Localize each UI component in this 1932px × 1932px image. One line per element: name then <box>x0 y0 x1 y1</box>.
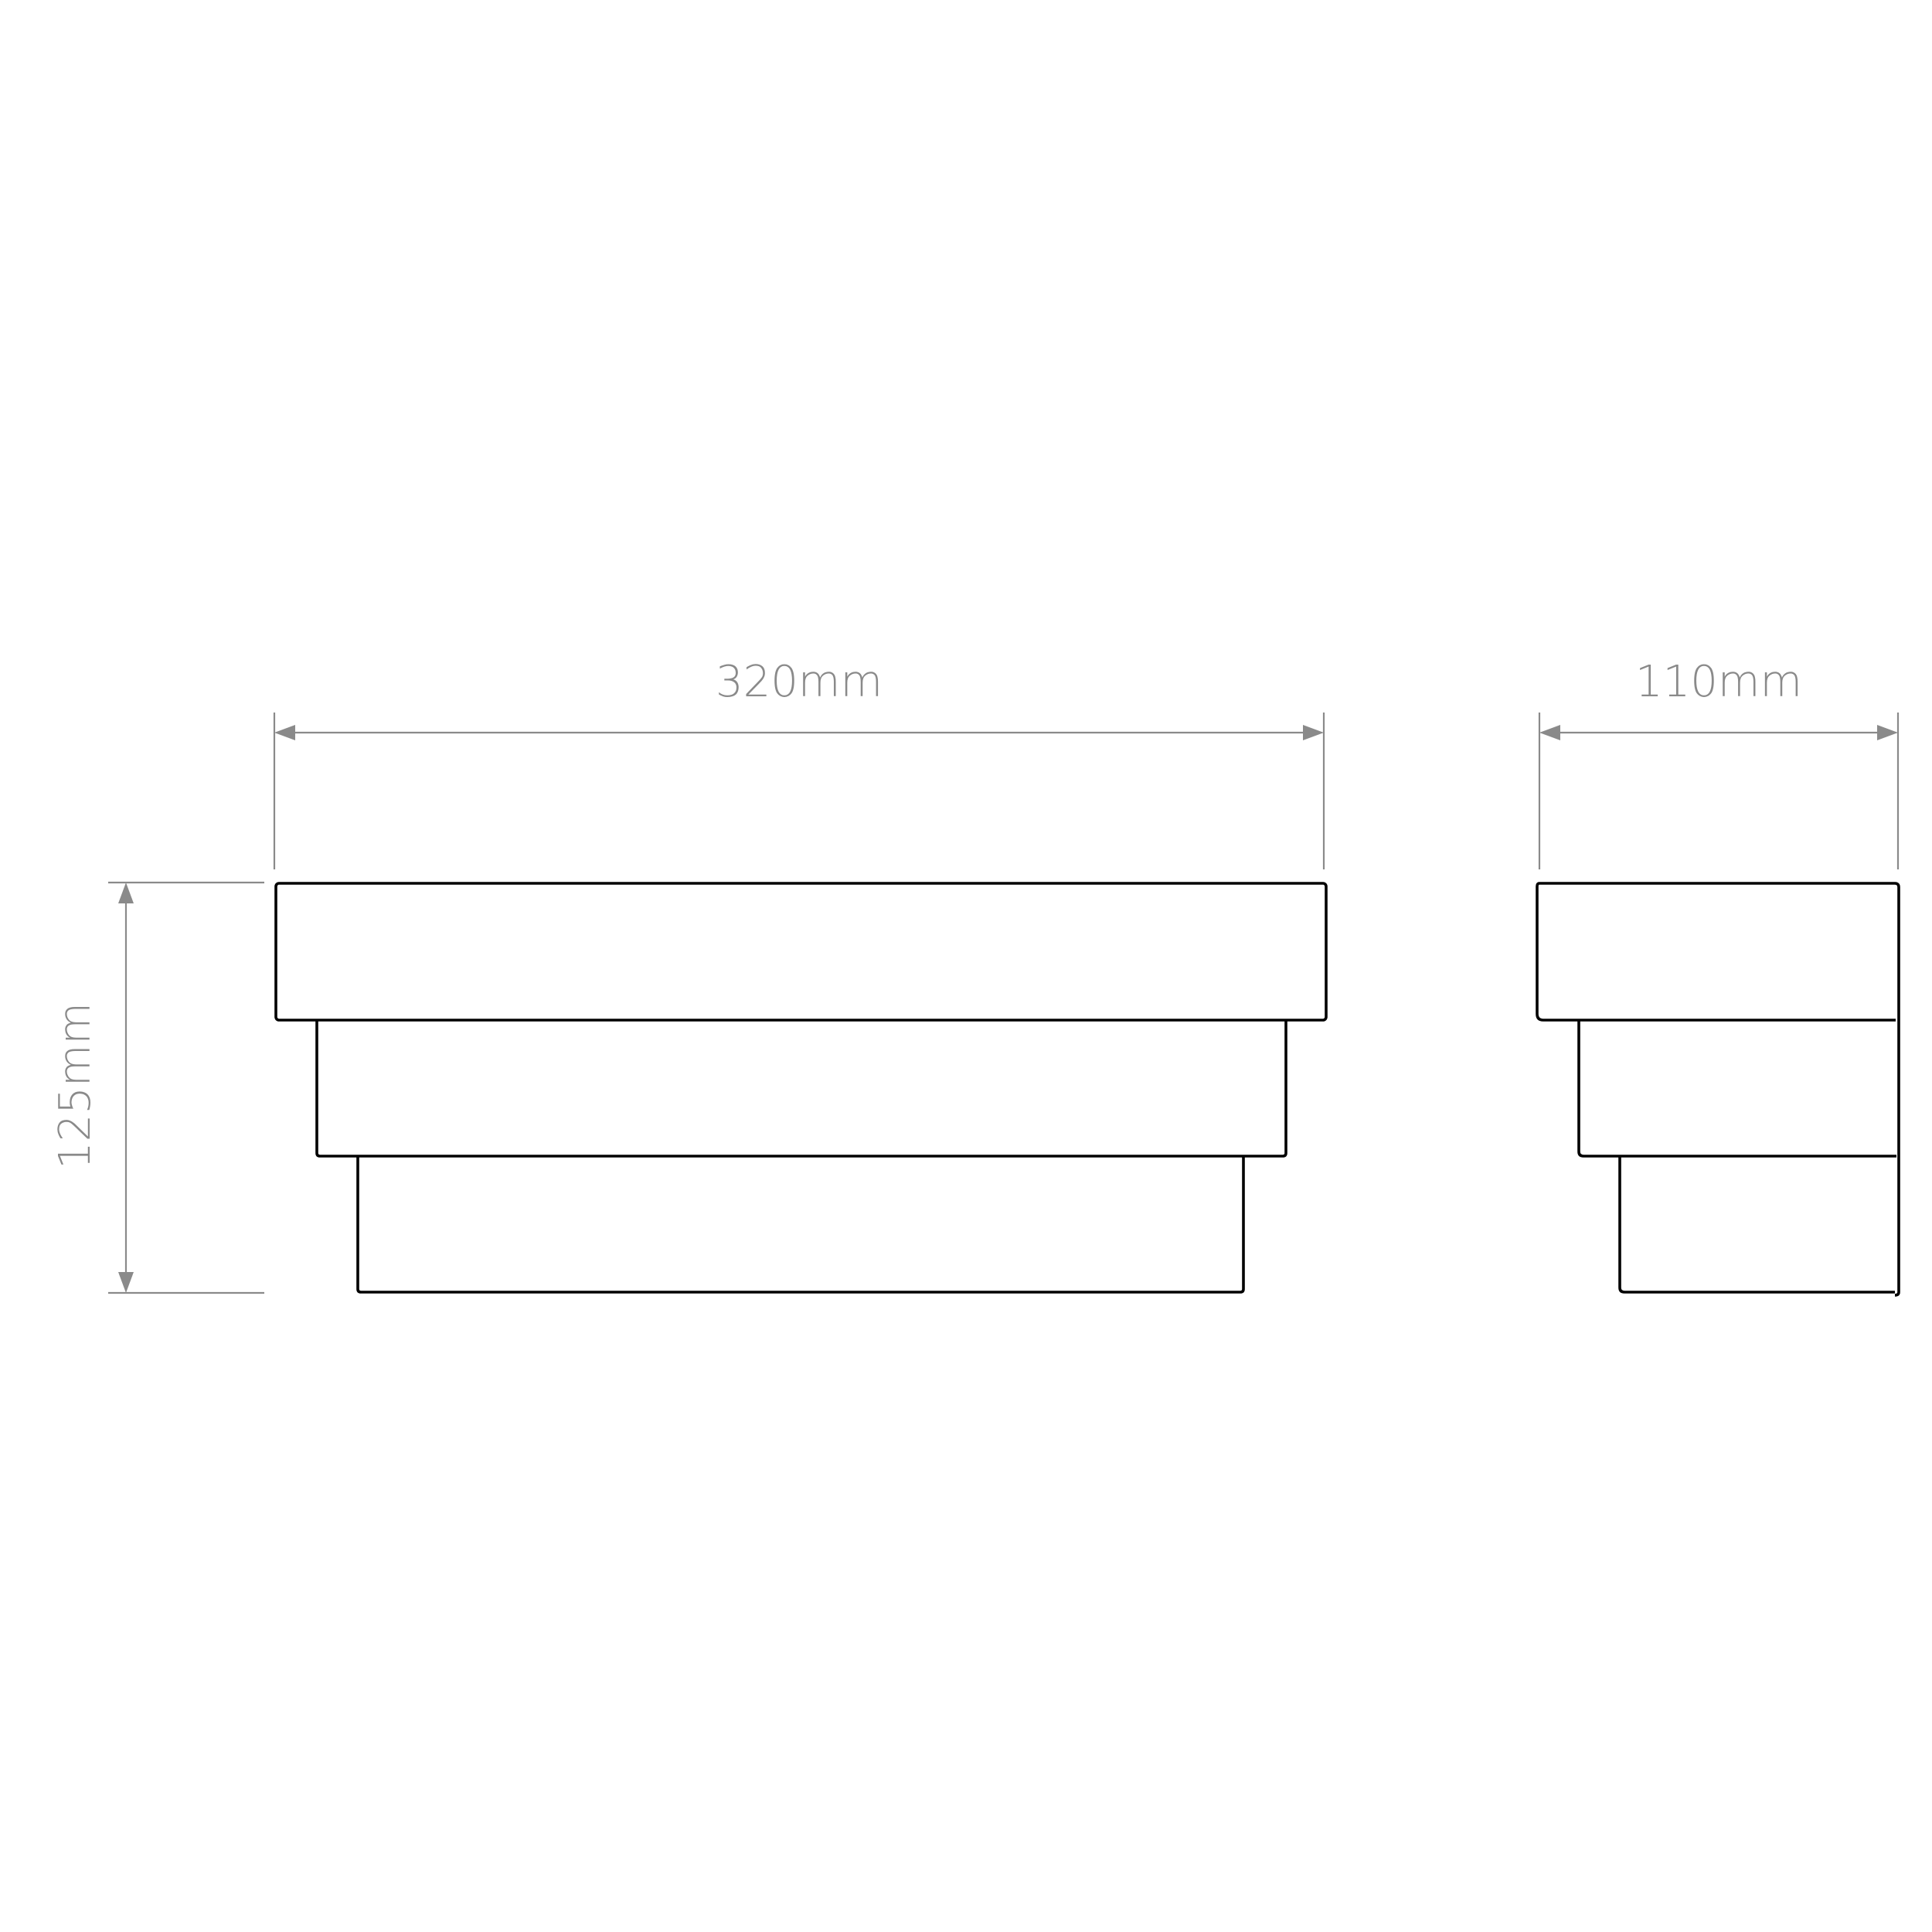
width-arrow-left <box>274 725 295 740</box>
height-label: 125mm <box>50 1002 100 1169</box>
width-arrow-right <box>1303 725 1324 740</box>
width-label: 320mm <box>716 657 883 707</box>
depth-label: 110mm <box>1635 657 1802 707</box>
front-view <box>274 882 1328 1294</box>
side-top-tier-front <box>1536 882 1896 1022</box>
side-bottom-tier <box>1618 1156 1895 1294</box>
front-top-tier <box>274 882 1328 1022</box>
depth-arrow-left <box>1539 725 1560 740</box>
side-view <box>1536 882 1900 1297</box>
depth-arrow-right <box>1877 725 1898 740</box>
front-bottom-tier <box>356 1156 1245 1294</box>
height-arrow-top <box>118 883 134 903</box>
front-middle-tier <box>315 1020 1287 1158</box>
side-middle-tier <box>1577 1020 1896 1158</box>
depth-dimension: 110mm <box>1538 657 1900 869</box>
width-dimension: 320mm <box>273 657 1325 869</box>
height-arrow-bottom <box>118 1272 134 1293</box>
height-dimension: 125mm <box>50 881 264 1294</box>
side-top-tier <box>1539 882 1900 1297</box>
